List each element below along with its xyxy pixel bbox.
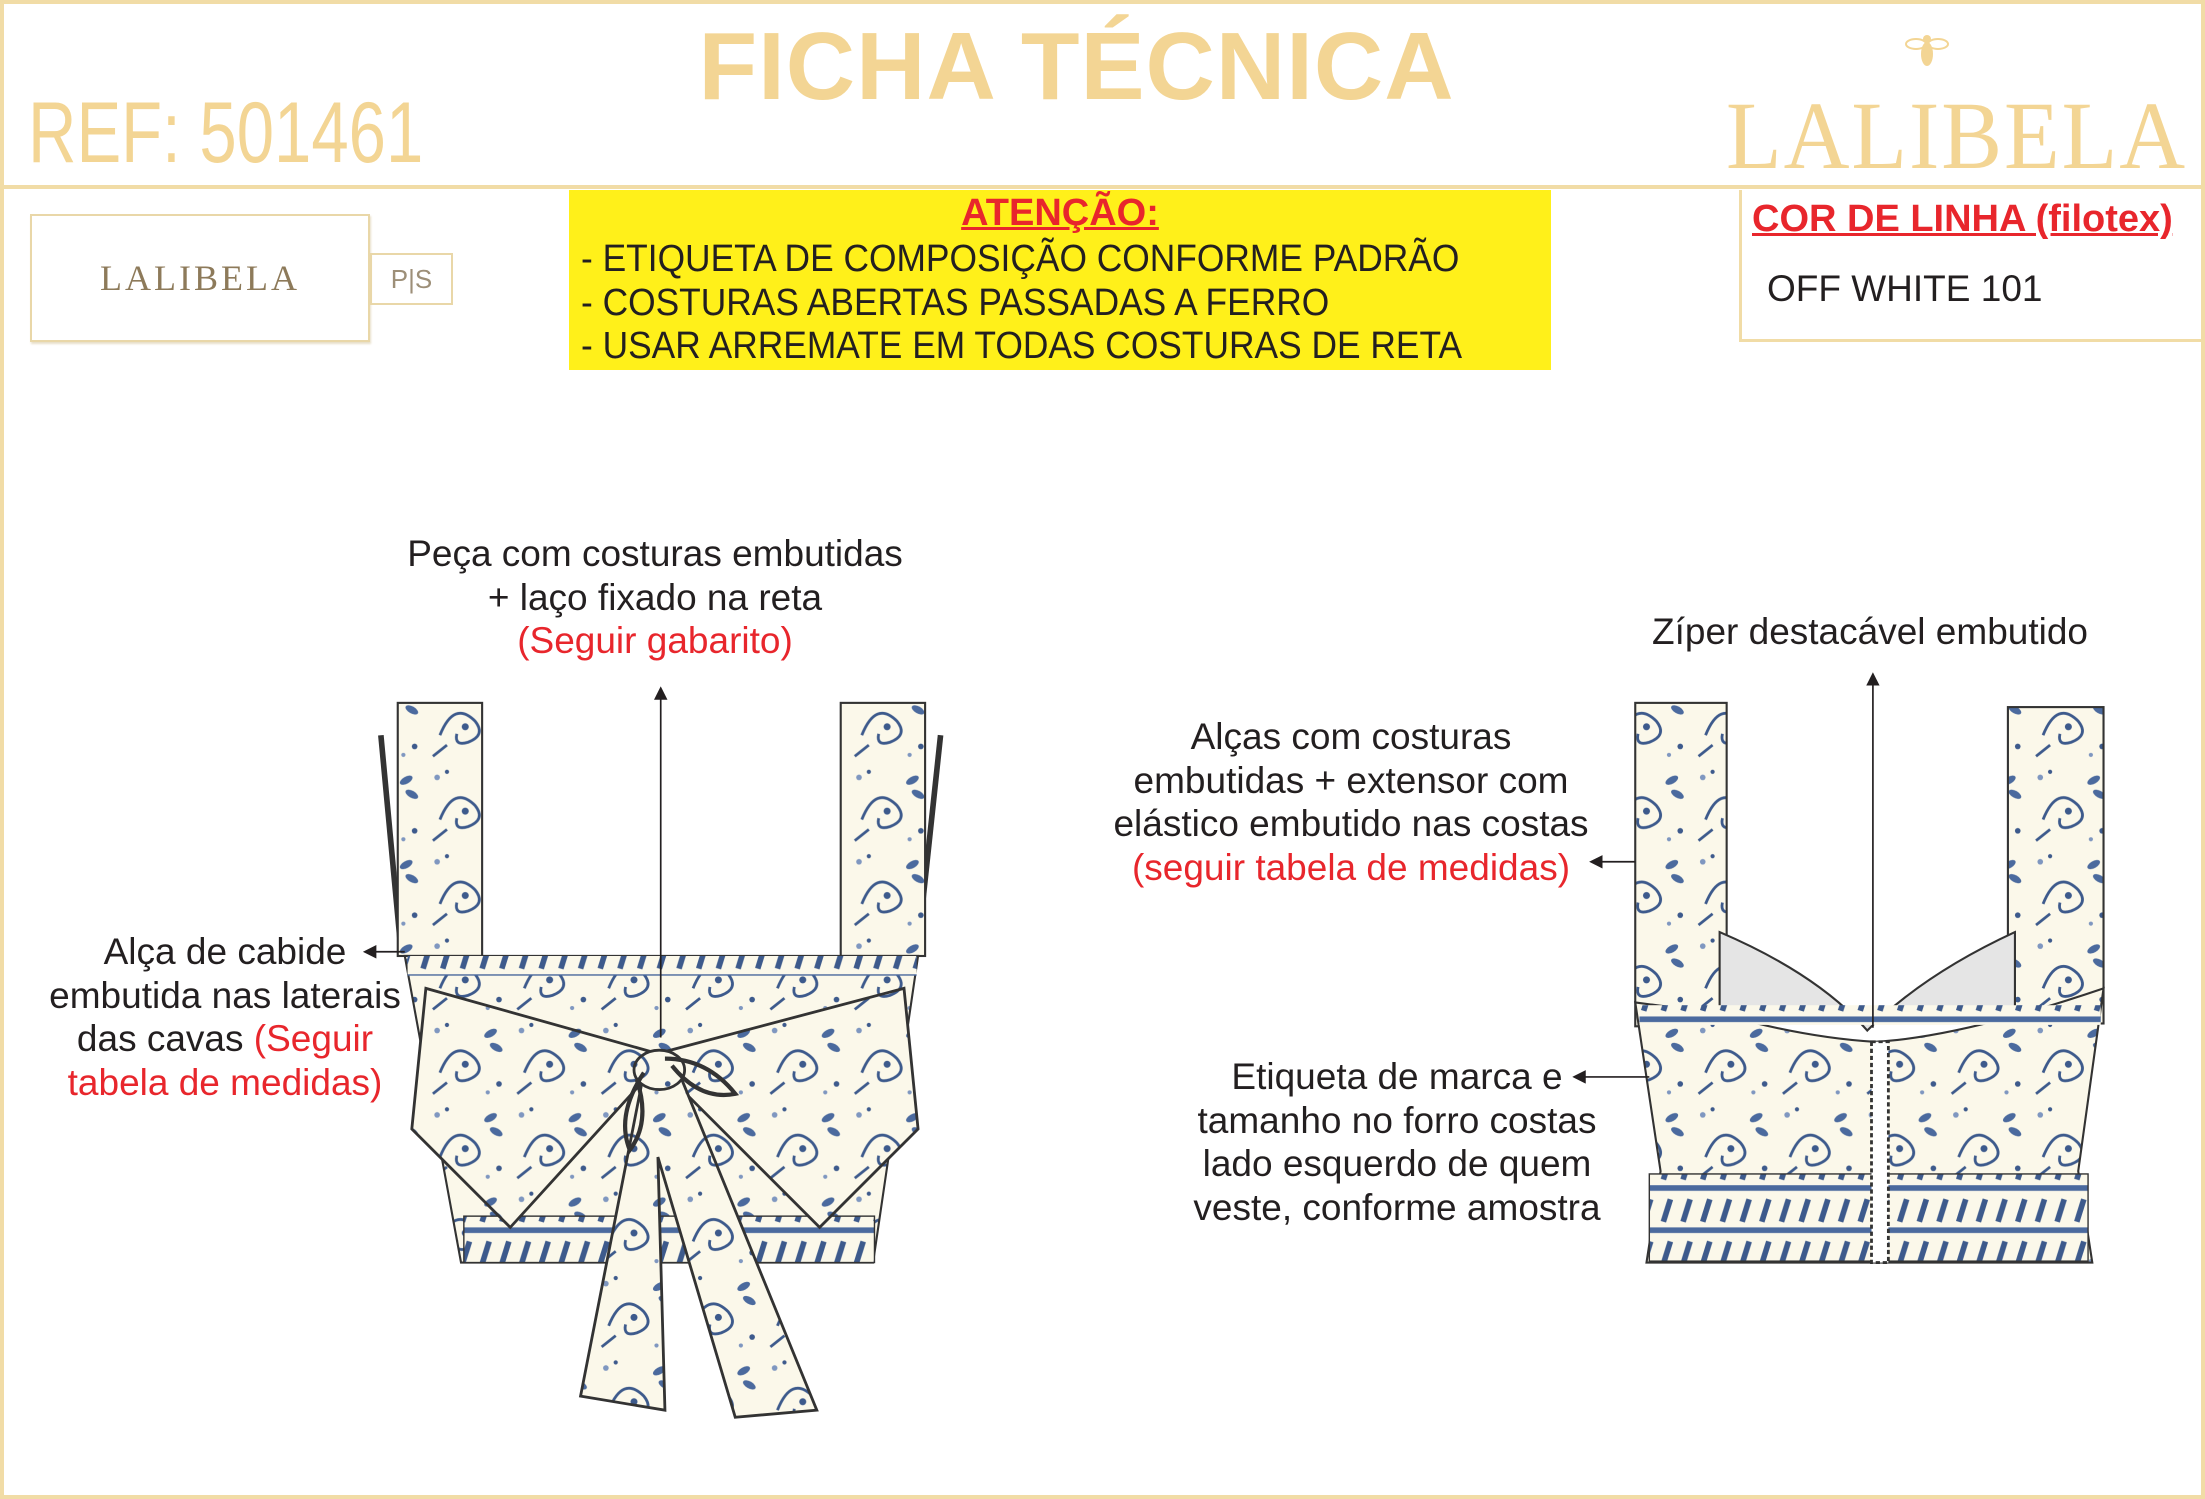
brand-logo: LALIBELA <box>1726 82 2187 189</box>
note-line: veste, conforme amostra <box>1193 1186 1601 1228</box>
thread-color-heading: COR DE LINHA (filotex) <box>1752 198 2173 240</box>
note-line: lado esquerdo de quem <box>1202 1143 1592 1185</box>
note-line: Peça com costuras embutidas <box>407 533 903 574</box>
note-line-red: tabela de medidas) <box>67 1061 383 1103</box>
note-line: elástico embutido nas costas <box>1113 803 1589 845</box>
note-line: tamanho no forro costas <box>1197 1099 1597 1141</box>
attention-heading: ATENÇÃO: <box>961 192 1159 234</box>
reference-number: REF: 501461 <box>28 85 424 181</box>
note-line: + laço fixado na reta <box>487 576 823 618</box>
note-back-label: Etiqueta de marca e tamanho no forro cos… <box>1137 1055 1657 1229</box>
note-line: Etiqueta de marca e <box>1231 1056 1563 1097</box>
note-back-zipper: Zíper destacável embutido <box>1651 611 2088 652</box>
attention-line: - ETIQUETA DE COMPOSIÇÃO CONFORME PADRÃO <box>581 238 1460 280</box>
garment-illustrations <box>362 672 2105 1419</box>
bee-logo-icon <box>1905 35 1949 66</box>
note-line-red: (Seguir gabarito) <box>517 620 793 662</box>
note-line: Alças com costuras <box>1190 716 1512 757</box>
note-line-red: (Seguir <box>253 1018 374 1060</box>
page-title: FICHA TÉCNICA <box>698 13 1455 120</box>
note-line-red: (seguir tabela de medidas) <box>1131 846 1571 888</box>
brand-label-sample: LALIBELA <box>30 214 370 342</box>
note-front-side: Alça de cabide embutida nas laterais das… <box>15 930 435 1104</box>
attention-line: - COSTURAS ABERTAS PASSADAS A FERRO <box>581 282 1330 324</box>
note-front-top: Peça com costuras embutidas + laço fixad… <box>395 532 915 663</box>
attention-line: - USAR ARREMATE EM TODAS COSTURAS DE RET… <box>581 325 1463 367</box>
thread-color-box: COR DE LINHA (filotex) OFF WHITE 101 <box>1739 190 2201 342</box>
note-line: Alça de cabide <box>103 931 347 972</box>
front-view-drawing <box>378 701 944 1419</box>
note-line: embutida nas laterais <box>49 974 401 1016</box>
back-view-drawing <box>1633 701 2105 1264</box>
thread-color-value: OFF WHITE 101 <box>1767 268 2043 309</box>
size-label-sample: P|S <box>370 253 453 305</box>
note-line: embutidas + extensor com <box>1133 759 1569 801</box>
attention-box: ATENÇÃO: - ETIQUETA DE COMPOSIÇÃO CONFOR… <box>569 190 1551 370</box>
note-line: das cavas <box>76 1018 254 1060</box>
header-divider <box>4 185 2201 189</box>
note-back-straps: Alças com costuras embutidas + extensor … <box>1071 715 1631 889</box>
